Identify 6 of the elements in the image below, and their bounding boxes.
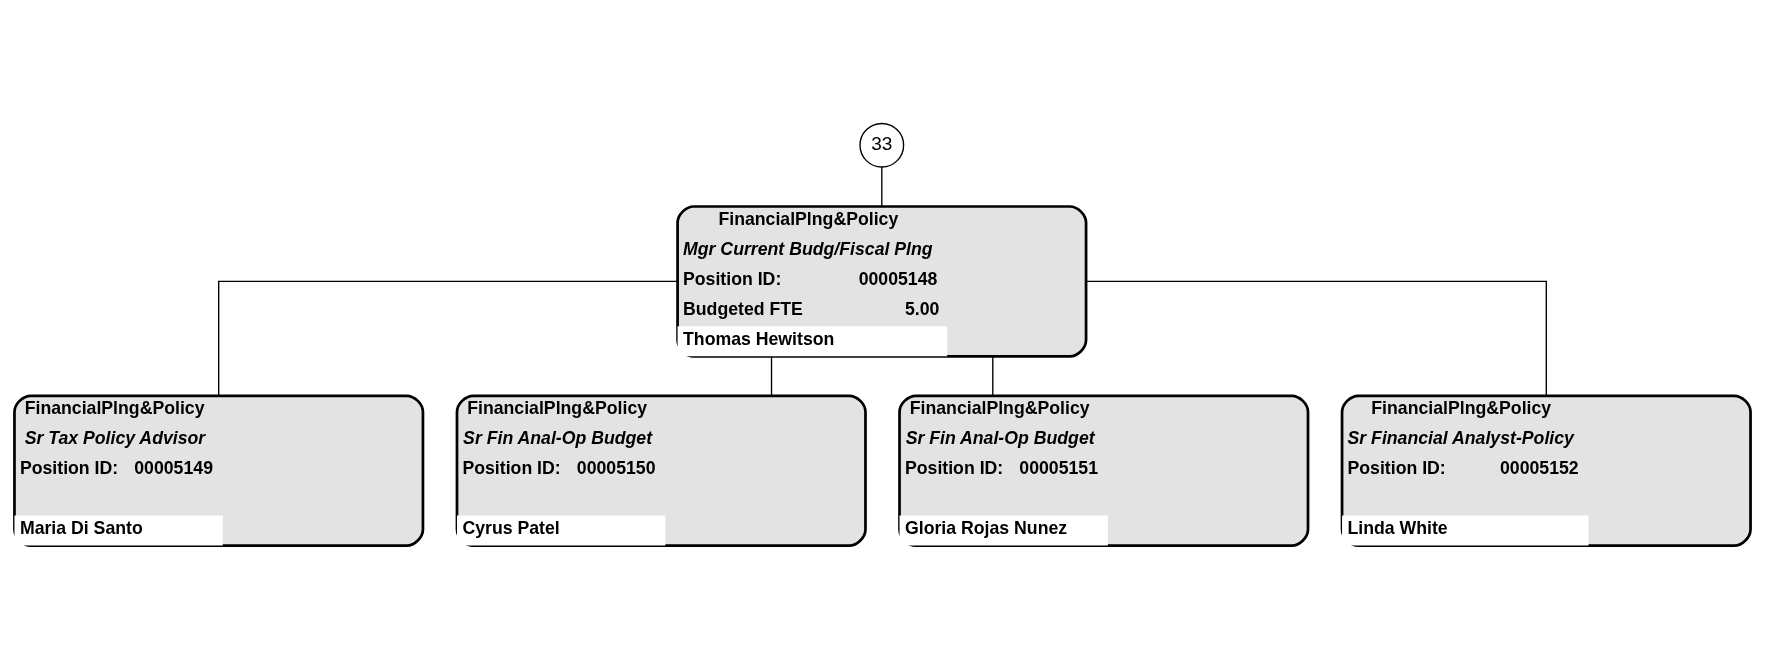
- connector: [992, 355, 994, 396]
- connector: [881, 165, 883, 207]
- connector: [770, 355, 773, 396]
- connector: [1085, 280, 1547, 396]
- node-circle: 33: [859, 122, 905, 168]
- connector: [218, 280, 679, 396]
